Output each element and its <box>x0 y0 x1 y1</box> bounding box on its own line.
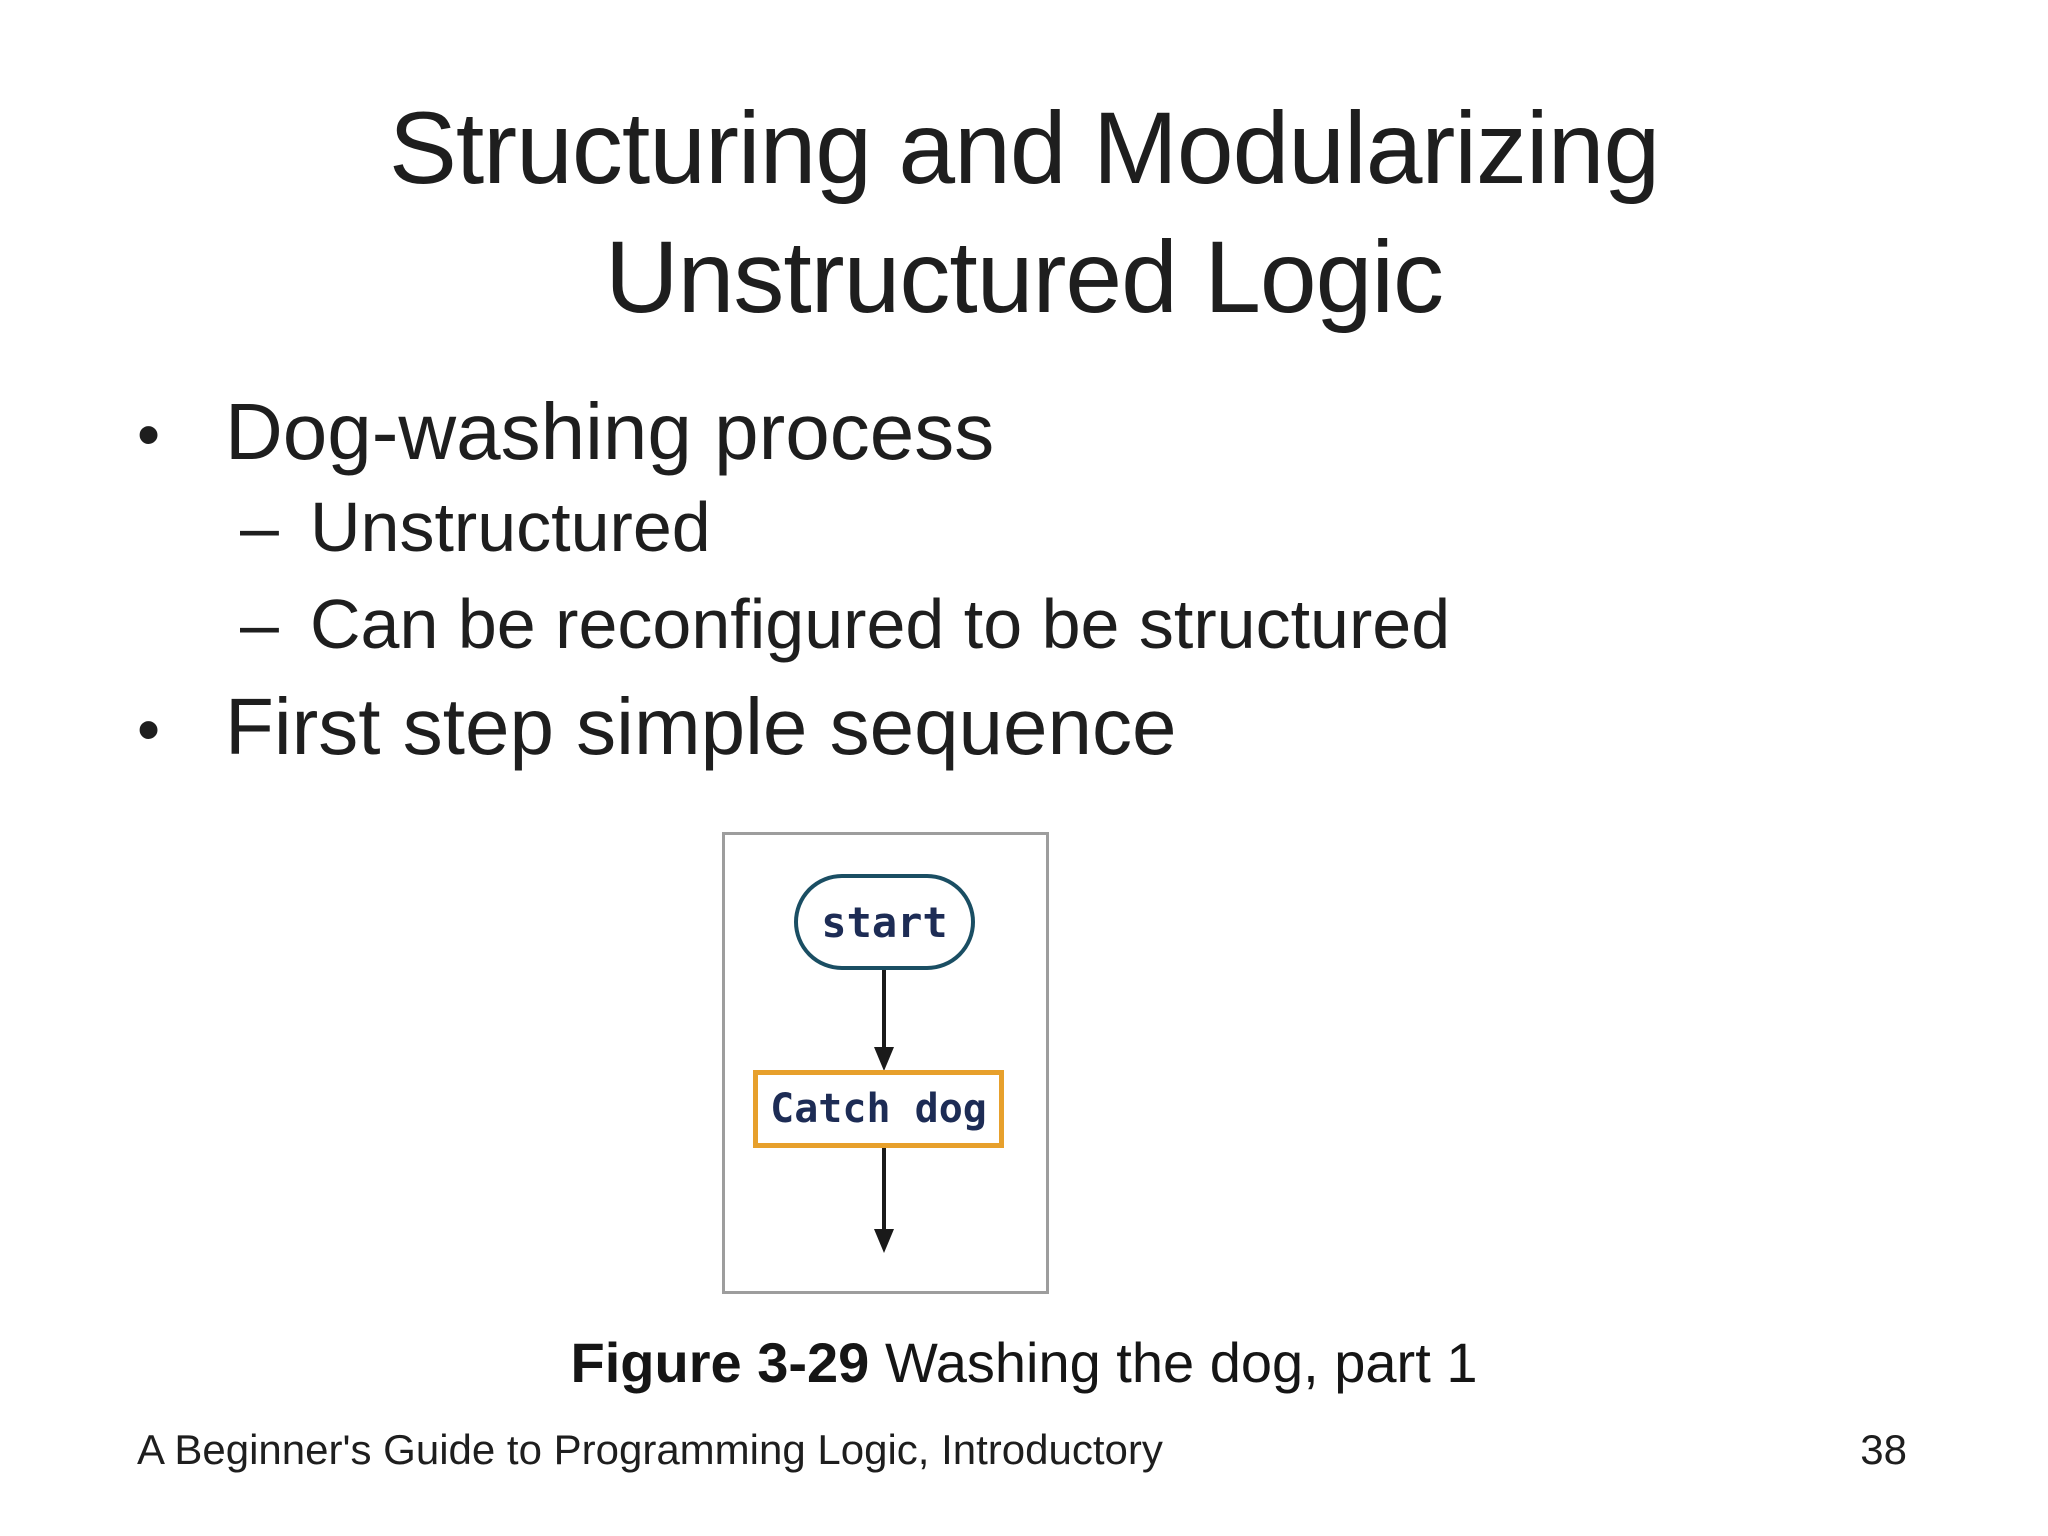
slide-title: Structuring and Modularizing Unstructure… <box>0 84 2048 341</box>
flowchart-figure: start Catch dog <box>722 832 1049 1294</box>
sub-bullet-item: –Unstructured <box>240 487 711 567</box>
bullet-text: Dog-washing process <box>225 387 995 476</box>
start-terminal-label: start <box>821 897 948 947</box>
figure-caption-label: Figure 3-29 <box>570 1331 870 1394</box>
bullet-item: • Dog-washing process <box>137 386 994 478</box>
dash-marker-icon: – <box>240 585 279 663</box>
bullet-item: • First step simple sequence <box>137 681 1177 773</box>
arrowhead-down-icon <box>874 1047 894 1071</box>
arrowhead-down-icon <box>874 1229 894 1253</box>
bullet-text: First step simple sequence <box>225 682 1177 771</box>
page-number: 38 <box>1860 1426 1907 1473</box>
process-box-label: Catch dog <box>770 1086 987 1132</box>
bullet-dot-icon: • <box>137 397 161 471</box>
bullet-dot-icon: • <box>137 692 161 766</box>
title-line-2: Unstructured Logic <box>604 219 1444 334</box>
footer-text: A Beginner's Guide to Programming Logic,… <box>137 1426 1163 1473</box>
flowchart-process-box: Catch dog <box>753 1070 1004 1148</box>
title-line-1: Structuring and Modularizing <box>388 91 1660 205</box>
sub-bullet-item: –Can be reconfigured to be structured <box>240 584 1450 664</box>
sub-bullet-text: Can be reconfigured to be structured <box>310 585 1451 663</box>
sub-bullet-text: Unstructured <box>310 488 711 566</box>
flow-arrow-shaft <box>882 1148 886 1230</box>
flow-arrow-shaft <box>882 970 886 1048</box>
dash-marker-icon: – <box>240 488 279 566</box>
flowchart-start-terminal: start <box>794 874 975 970</box>
figure-caption-text: Washing the dog, part 1 <box>884 1331 1478 1394</box>
